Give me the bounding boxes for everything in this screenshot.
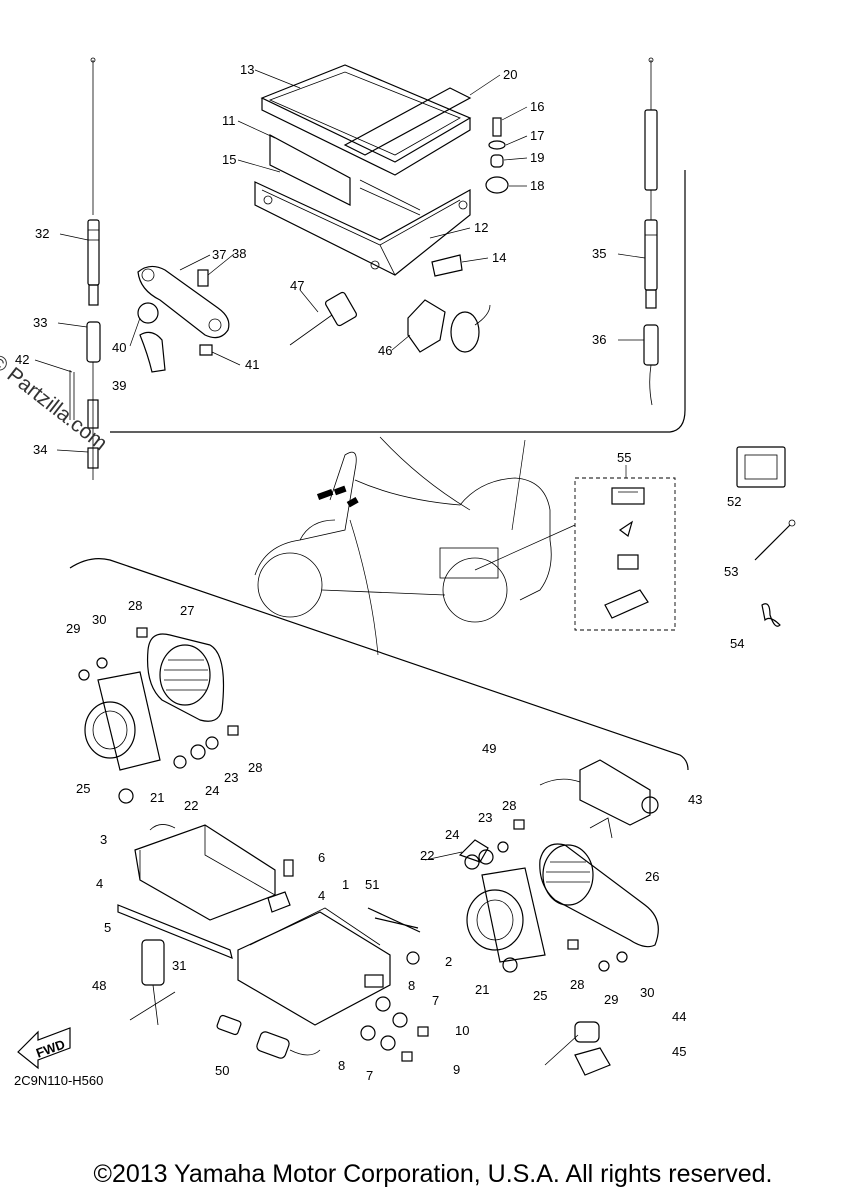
callout-37: 37 — [212, 247, 226, 262]
callout-32: 32 — [35, 226, 49, 241]
callout-22a: 22 — [184, 798, 198, 813]
callout-25b: 25 — [533, 988, 547, 1003]
callout-4b: 4 — [318, 888, 325, 903]
callout-15: 15 — [222, 152, 236, 167]
callout-30b: 30 — [640, 985, 654, 1000]
leader-lines — [34, 69, 646, 453]
callout-47: 47 — [290, 278, 304, 293]
callout-14: 14 — [492, 250, 506, 265]
callout-45: 45 — [672, 1044, 686, 1059]
callout-11: 11 — [222, 113, 236, 128]
callout-31: 31 — [172, 958, 186, 973]
callout-38: 38 — [232, 246, 246, 261]
diagram-code: 2C9N110-H560 — [14, 1073, 104, 1088]
antenna-left — [69, 57, 101, 480]
callout-8a: 8 — [408, 978, 415, 993]
callout-40: 40 — [112, 340, 126, 355]
callout-16: 16 — [530, 99, 544, 114]
callout-5: 5 — [104, 920, 111, 935]
callout-34: 34 — [33, 442, 47, 457]
callout-29a: 29 — [66, 621, 80, 636]
callout-50: 50 — [215, 1063, 229, 1078]
callout-18: 18 — [530, 178, 544, 193]
callout-21a: 21 — [150, 790, 164, 805]
callout-23b: 23 — [478, 810, 492, 825]
callout-52: 52 — [727, 494, 741, 509]
callout-26: 26 — [645, 869, 659, 884]
callout-4a: 4 — [96, 876, 103, 891]
callout-22b: 22 — [420, 848, 434, 863]
callout-30a: 30 — [92, 612, 106, 627]
callout-35: 35 — [592, 246, 606, 261]
callout-6: 6 — [318, 850, 325, 865]
callout-labels: 13 20 11 15 16 17 19 18 12 14 32 37 38 3… — [15, 62, 744, 1083]
accessory-kit — [574, 446, 796, 631]
callout-7a: 7 — [432, 993, 439, 1008]
callout-10: 10 — [455, 1023, 469, 1038]
callout-42: 42 — [15, 352, 29, 367]
amplifier-units — [117, 824, 429, 1062]
speaker-right — [464, 819, 659, 973]
callout-43: 43 — [688, 792, 702, 807]
callout-3: 3 — [100, 832, 107, 847]
callout-24a: 24 — [205, 783, 219, 798]
antenna-right — [643, 57, 659, 406]
copyright-notice: ©2013 Yamaha Motor Corporation, U.S.A. A… — [93, 1160, 773, 1188]
callout-27: 27 — [180, 603, 194, 618]
bracket-parts — [137, 265, 491, 373]
callout-23a: 23 — [224, 770, 238, 785]
callout-17: 17 — [530, 128, 544, 143]
callout-53: 53 — [724, 564, 738, 579]
callout-39: 39 — [112, 378, 126, 393]
callout-55: 55 — [617, 450, 631, 465]
callout-8b: 8 — [338, 1058, 345, 1073]
callout-7b: 7 — [366, 1068, 373, 1083]
fwd-arrow-icon: FWD — [17, 1027, 71, 1070]
upper-divider — [110, 170, 686, 433]
callout-20: 20 — [503, 67, 517, 82]
callout-9: 9 — [453, 1062, 460, 1077]
callout-49: 49 — [482, 741, 496, 756]
callout-12: 12 — [474, 220, 488, 235]
callout-28d: 28 — [570, 977, 584, 992]
callout-2: 2 — [445, 954, 452, 969]
callout-48: 48 — [92, 978, 106, 993]
callout-33: 33 — [33, 315, 47, 330]
misc-parts — [424, 759, 659, 1076]
lower-divider — [69, 558, 689, 771]
callout-24b: 24 — [445, 827, 459, 842]
callout-46: 46 — [378, 343, 392, 358]
speaker-left — [78, 627, 239, 804]
callout-36: 36 — [592, 332, 606, 347]
callout-41: 41 — [245, 357, 259, 372]
callout-54: 54 — [730, 636, 744, 651]
callout-1: 1 — [342, 877, 349, 892]
callout-29b: 29 — [604, 992, 618, 1007]
callout-28c: 28 — [502, 798, 516, 813]
storage-box — [254, 64, 509, 277]
callout-13: 13 — [240, 62, 254, 77]
callout-28b: 28 — [248, 760, 262, 775]
motorcycle-outline — [254, 436, 576, 656]
callout-21b: 21 — [475, 982, 489, 997]
callout-25a: 25 — [76, 781, 90, 796]
callout-28a: 28 — [128, 598, 142, 613]
callout-44: 44 — [672, 1009, 686, 1024]
callout-51: 51 — [365, 877, 379, 892]
callout-19: 19 — [530, 150, 544, 165]
